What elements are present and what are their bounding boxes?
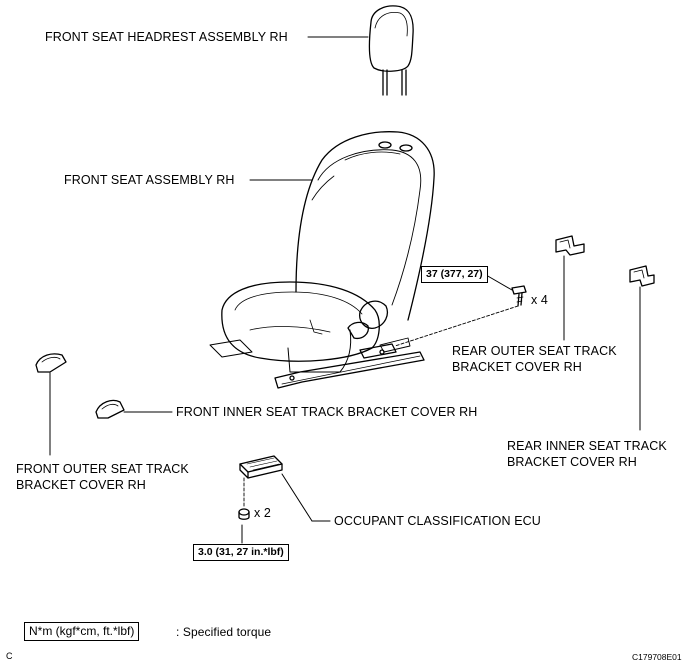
ecu-drawing <box>239 455 283 479</box>
bolt-torque-box: 37 (377, 27) <box>421 266 488 283</box>
label-front-inner-cover: FRONT INNER SEAT TRACK BRACKET COVER RH <box>176 405 478 419</box>
rear-outer-cover-drawing <box>555 235 585 256</box>
nut-quantity: x 2 <box>254 506 271 520</box>
label-rear-outer-cover-line1: REAR OUTER SEAT TRACK <box>452 344 617 358</box>
label-headrest: FRONT SEAT HEADREST ASSEMBLY RH <box>45 30 288 44</box>
bolt-quantity: x 4 <box>531 293 548 307</box>
label-seat-assembly: FRONT SEAT ASSEMBLY RH <box>64 173 235 187</box>
label-ecu: OCCUPANT CLASSIFICATION ECU <box>334 514 541 528</box>
nut-torque-box: 3.0 (31, 27 in.*lbf) <box>193 544 289 561</box>
nut-drawing <box>238 508 250 520</box>
leader-lines <box>49 36 641 544</box>
torque-unit-legend-box: N*m (kgf*cm, ft.*lbf) <box>24 622 140 641</box>
label-rear-outer-cover-line2: BRACKET COVER RH <box>452 360 582 374</box>
alignment-dashes <box>243 305 519 509</box>
front-inner-cover-drawing <box>95 399 125 419</box>
rear-inner-cover-drawing <box>629 265 655 287</box>
figure-id: C179708E01 <box>632 652 682 662</box>
label-front-outer-cover-line1: FRONT OUTER SEAT TRACK <box>16 462 189 476</box>
corner-letter: C <box>6 651 13 661</box>
bolt-drawing <box>511 285 527 307</box>
label-rear-inner-cover-line1: REAR INNER SEAT TRACK <box>507 439 667 453</box>
label-front-outer-cover-line2: BRACKET COVER RH <box>16 478 146 492</box>
seat-drawing <box>209 131 435 389</box>
headrest-drawing <box>368 5 414 96</box>
torque-unit-legend-text: : Specified torque <box>176 625 272 639</box>
front-outer-cover-drawing <box>35 353 67 373</box>
label-rear-inner-cover-line2: BRACKET COVER RH <box>507 455 637 469</box>
